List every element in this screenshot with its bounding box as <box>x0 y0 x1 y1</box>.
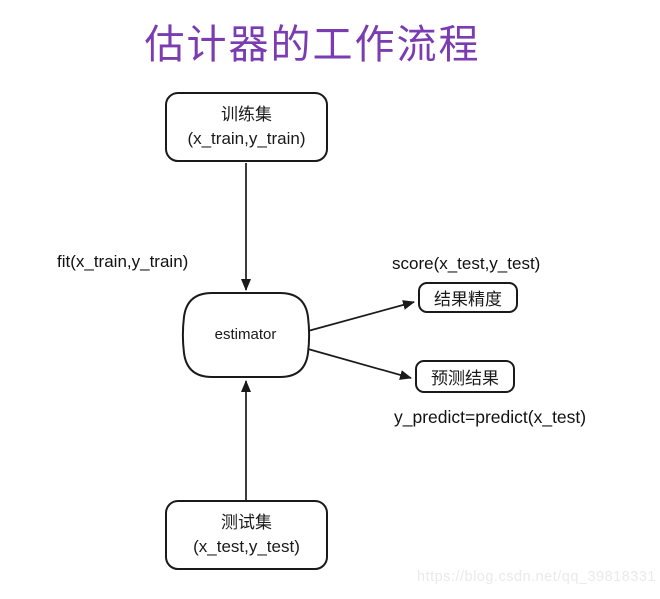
node-result-accuracy: 结果精度 <box>418 282 518 313</box>
prediction-result-label: 预测结果 <box>431 369 499 388</box>
arrow-estimator-to-accuracy <box>307 300 415 332</box>
csdn-watermark: https://blog.csdn.net/qq_39818331 <box>416 569 656 585</box>
node-estimator-shape <box>181 292 311 378</box>
training-set-vars: (x_train,y_train) <box>187 129 306 148</box>
diagram-title: 估计器的工作流程 <box>144 22 481 68</box>
node-training-set: 训练集 (x_train,y_train) <box>165 92 328 162</box>
training-set-name: 训练集 <box>221 105 272 124</box>
node-prediction-result: 预测结果 <box>415 360 515 393</box>
estimator-label: estimator <box>214 326 277 343</box>
arrow-estimator-to-prediction <box>307 348 412 380</box>
score-call-label: score(x_test,y_test) <box>392 254 541 273</box>
node-test-set: 测试集 (x_test,y_test) <box>165 500 328 570</box>
predict-call-label: y_predict=predict(x_test) <box>394 407 587 427</box>
result-accuracy-label: 结果精度 <box>434 290 502 309</box>
test-set-name: 测试集 <box>221 513 272 532</box>
test-set-vars: (x_test,y_test) <box>193 537 300 556</box>
fit-call-label: fit(x_train,y_train) <box>57 252 189 271</box>
